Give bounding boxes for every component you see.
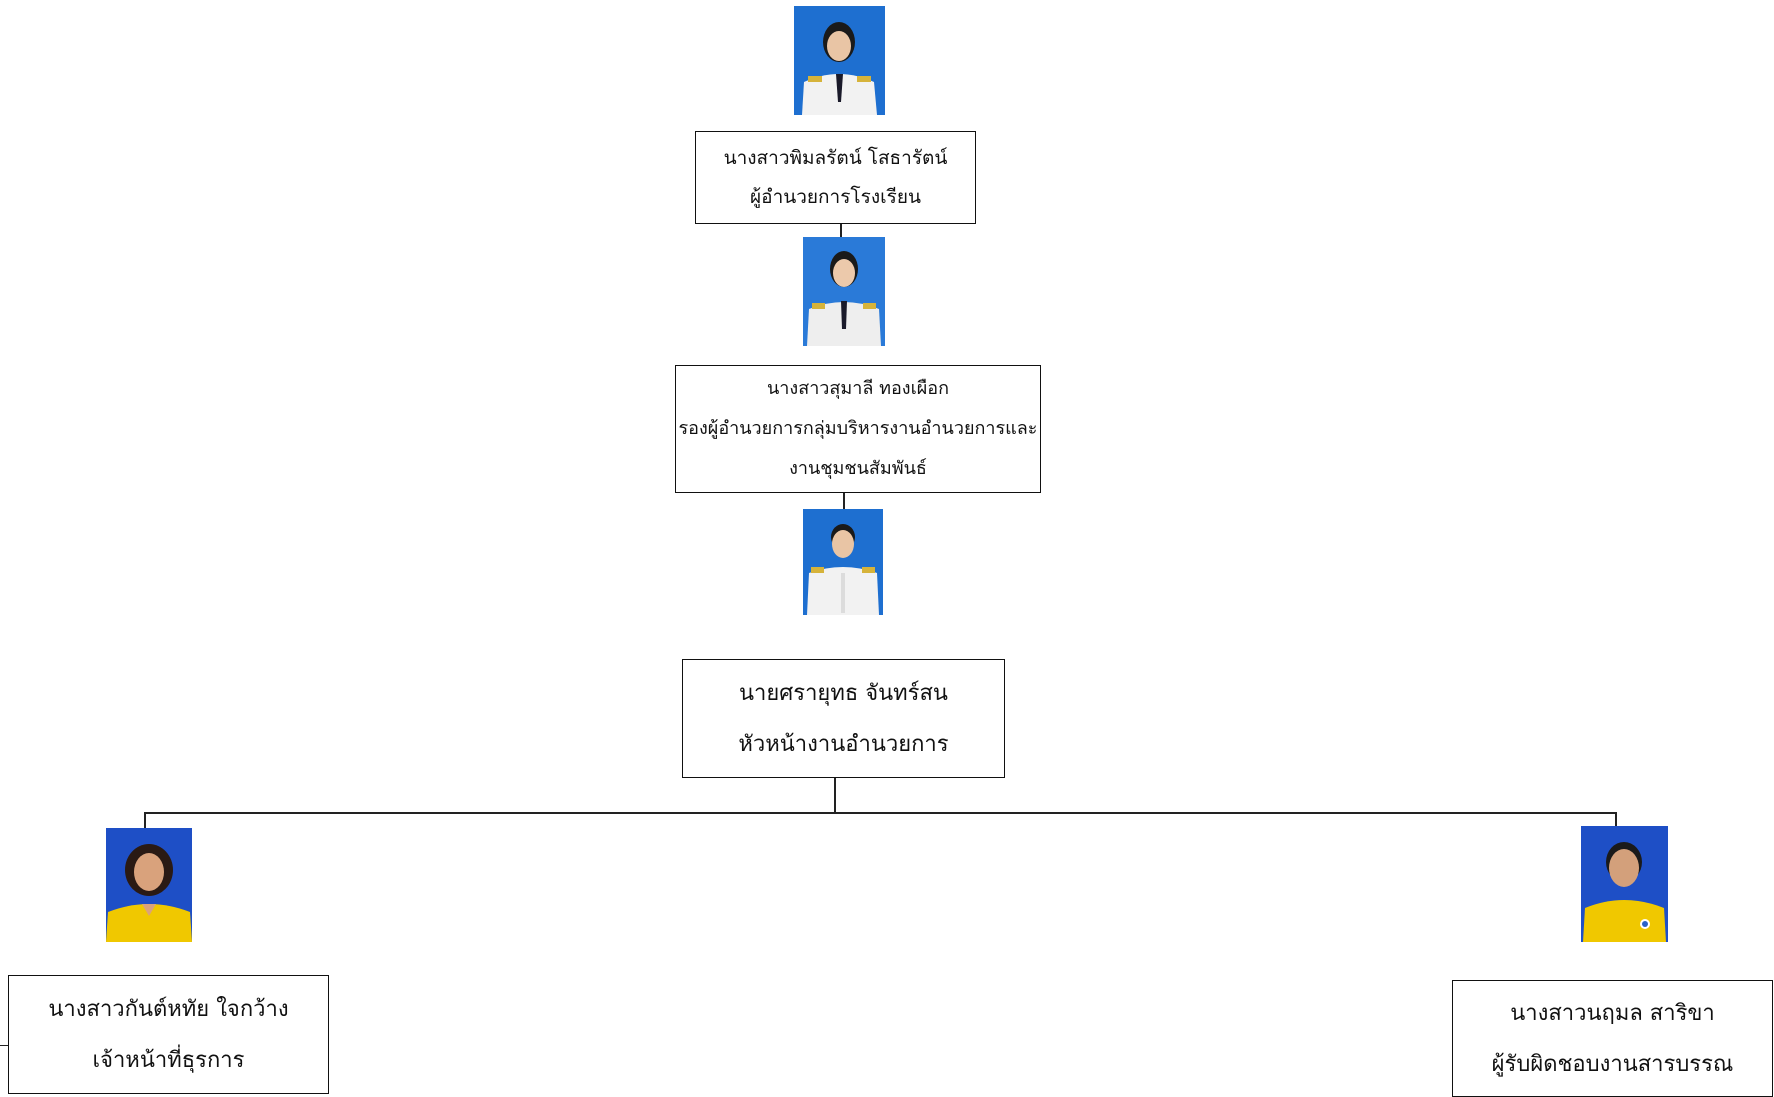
staff-right-role: ผู้รับผิดชอบงานสารบรรณ xyxy=(1491,1051,1734,1077)
staff-left-photo xyxy=(106,828,192,942)
connector-left-drop xyxy=(144,812,146,828)
connector-right-drop xyxy=(1615,812,1617,826)
staff-left-role: เจ้าหน้าที่ธุรการ xyxy=(92,1047,245,1073)
head-role: หัวหน้างานอำนวยการ xyxy=(738,731,949,757)
head-photo xyxy=(803,509,883,615)
edge-tick xyxy=(0,1045,8,1046)
staff-right-box: นางสาวนฤมล สาริขา ผู้รับผิดชอบงานสารบรรณ xyxy=(1452,980,1773,1097)
director-name: นางสาวพิมลรัตน์ โสธารัตน์ xyxy=(723,146,948,169)
deputy-name: นางสาวสุมาลี ทองเผือก xyxy=(767,378,949,399)
deputy-role-line2: งานชุมชนสัมพันธ์ xyxy=(789,458,927,479)
director-role: ผู้อำนวยการโรงเรียน xyxy=(750,185,921,208)
staff-right-name: นางสาวนฤมล สาริขา xyxy=(1510,1000,1715,1026)
connector-director-deputy xyxy=(840,223,842,239)
staff-left-name: นางสาวกันต์หทัย ใจกว้าง xyxy=(48,996,289,1022)
connector-deputy-head xyxy=(843,491,845,509)
head-box: นายศรายุทธ จันทร์สน หัวหน้างานอำนวยการ xyxy=(682,659,1005,778)
connector-horizontal xyxy=(144,812,1617,814)
staff-right-photo xyxy=(1581,826,1668,942)
connector-head-down xyxy=(834,777,836,813)
deputy-role-line1: รองผู้อำนวยการกลุ่มบริหารงานอำนวยการและ xyxy=(678,418,1038,439)
deputy-box: นางสาวสุมาลี ทองเผือก รองผู้อำนวยการกลุ่… xyxy=(675,365,1041,493)
staff-left-box: นางสาวกันต์หทัย ใจกว้าง เจ้าหน้าที่ธุรกา… xyxy=(8,975,329,1094)
director-box: นางสาวพิมลรัตน์ โสธารัตน์ ผู้อำนวยการโรง… xyxy=(695,131,976,224)
deputy-photo xyxy=(803,237,885,346)
head-name: นายศรายุทธ จันทร์สน xyxy=(739,680,948,706)
director-photo xyxy=(794,6,885,115)
